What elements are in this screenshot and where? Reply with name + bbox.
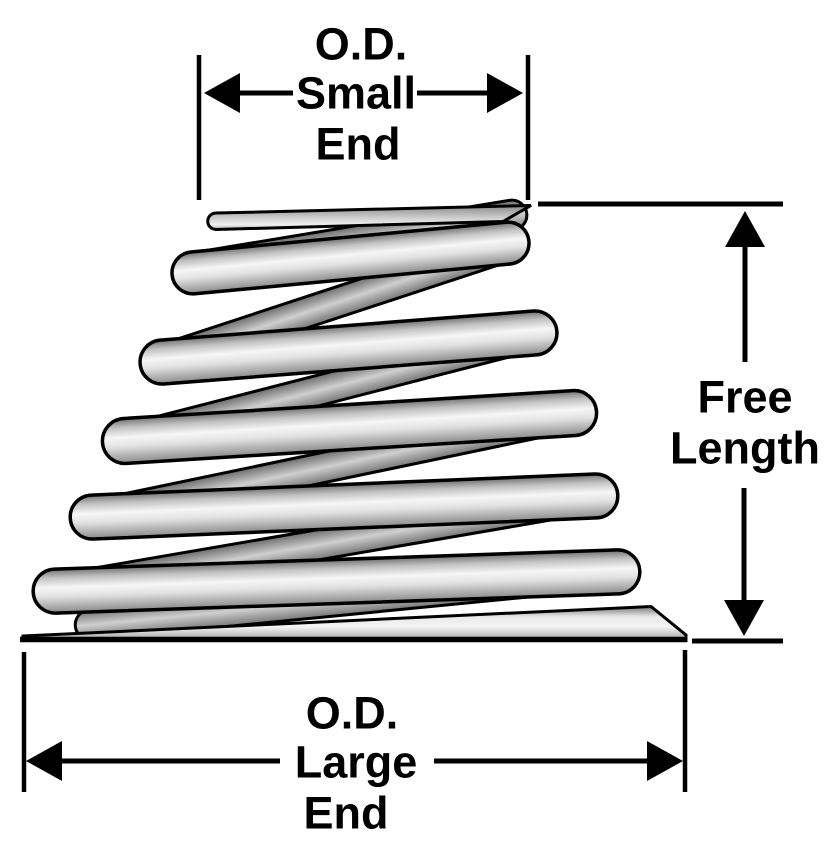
spring-top-ground-end	[206, 204, 532, 232]
coil-front-tube-4	[68, 472, 620, 541]
arrowhead-up-icon	[725, 211, 765, 247]
coil-front-tube-5	[31, 548, 642, 615]
arrowhead-left-icon	[204, 73, 240, 113]
coil-front-tube-1	[170, 220, 531, 296]
dimension-od-large-end: O.D. Large End	[21, 650, 688, 839]
arrowhead-left-icon	[26, 741, 62, 781]
arrowhead-right-icon	[487, 73, 523, 113]
dimension-free-length: Free Length	[538, 201, 820, 644]
spring-bottom-ground-base	[20, 604, 688, 643]
od-large-end-label-line-2: Large	[295, 737, 418, 788]
od-large-end-label-line-1: O.D.	[306, 688, 399, 739]
spring-illustration	[20, 198, 688, 643]
coil-front-tube-2	[138, 309, 559, 386]
od-small-end-label-line-3: End	[316, 119, 401, 170]
arrowhead-right-icon	[647, 741, 683, 781]
od-small-end-label-line-1: O.D.	[315, 19, 408, 70]
free-length-label-line-2: Length	[670, 423, 820, 474]
free-length-label-line-1: Free	[697, 372, 792, 423]
od-small-end-label-line-2: Small	[296, 68, 416, 119]
arrowhead-down-icon	[724, 600, 764, 636]
spring-front-coils	[31, 204, 642, 615]
coil-front-tube-3	[100, 388, 599, 466]
dimension-od-small-end: O.D. Small End	[196, 19, 531, 200]
od-large-end-label-line-3: End	[304, 788, 389, 839]
